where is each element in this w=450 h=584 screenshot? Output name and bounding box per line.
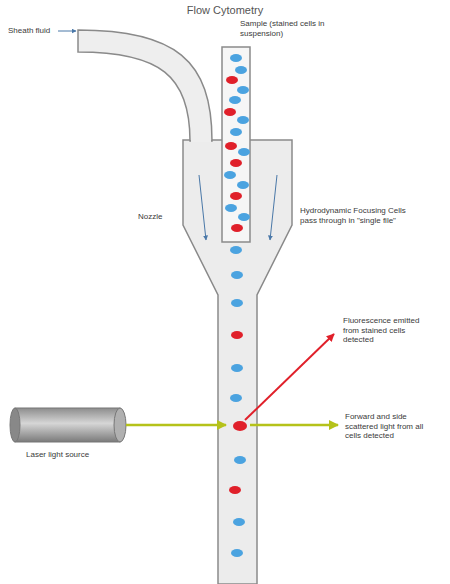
cell (230, 159, 242, 167)
cell (230, 128, 242, 136)
cell (229, 486, 241, 494)
cell (235, 66, 247, 74)
laser-body (15, 408, 120, 442)
callout-label: Hydrodynamic Focusing Cells pass through… (300, 206, 408, 225)
callout-label: Sheath fluid (8, 26, 50, 36)
cell (237, 86, 249, 94)
cell (226, 76, 238, 84)
cell (234, 456, 246, 464)
cell (225, 142, 237, 150)
cell (237, 116, 249, 124)
label-holder: Fluorescence emitted from stained cells … (343, 316, 429, 345)
label-holder: Laser light source (26, 450, 89, 460)
label-holder: Sample (stained cells in suspension) (240, 19, 358, 38)
cell (233, 518, 245, 526)
fluorescence-beam (245, 334, 334, 420)
cell (231, 364, 243, 372)
label-holder: Nozzle (138, 212, 162, 222)
cell (231, 271, 243, 279)
cell (230, 192, 242, 200)
flow-arrow (270, 175, 277, 240)
cell (237, 181, 249, 189)
flow-arrow (199, 175, 206, 240)
sheath-joint (191, 140, 211, 143)
callout-label: Sample (stained cells in suspension) (240, 19, 358, 38)
callout-label: Forward and side scattered light from al… (345, 412, 441, 441)
cell (230, 54, 242, 62)
cell (231, 549, 243, 557)
cell (230, 394, 242, 402)
cell (224, 108, 236, 116)
cell (238, 148, 250, 156)
laser-beam (126, 424, 226, 427)
cell (231, 331, 243, 339)
callout-label: Laser light source (26, 450, 89, 460)
label-holder: Hydrodynamic Focusing Cells pass through… (300, 206, 408, 225)
scatter-beam (250, 424, 338, 427)
leader-arrow (58, 31, 76, 32)
label-holder: Forward and side scattered light from al… (345, 412, 441, 441)
cell (225, 204, 237, 212)
sample-tube (222, 47, 250, 242)
diagram-title: Flow Cytometry (0, 4, 450, 17)
cell (229, 96, 241, 104)
cell (224, 171, 236, 179)
title-holder: Flow Cytometry (0, 4, 450, 17)
lit-cell (233, 421, 247, 431)
cell (231, 299, 243, 307)
callout-label: Nozzle (138, 212, 162, 222)
callout-label: Fluorescence emitted from stained cells … (343, 316, 429, 345)
cell (231, 224, 243, 232)
cell (238, 213, 250, 221)
label-holder: Sheath fluid (8, 26, 50, 36)
sheath-tube (78, 30, 212, 141)
laser-aperture (114, 408, 126, 442)
cell (230, 246, 242, 254)
laser-end (10, 408, 20, 442)
cells (224, 54, 250, 557)
